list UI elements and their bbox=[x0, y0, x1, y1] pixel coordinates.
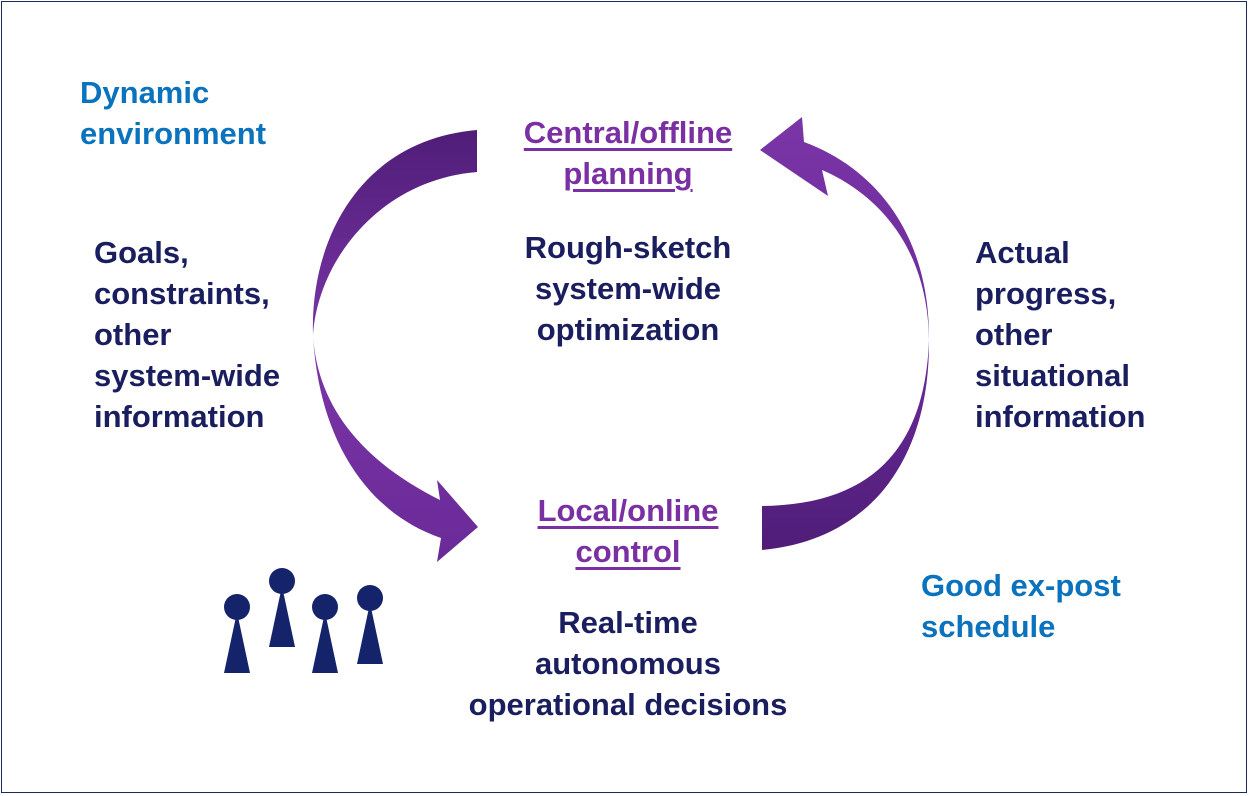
node-description-line: Real-time bbox=[558, 605, 698, 640]
left-flow-line: Goals, bbox=[94, 235, 189, 270]
node-description-line: Rough-sketch bbox=[524, 230, 732, 265]
left-flow-label: Goals, constraints, other system-wide in… bbox=[94, 232, 280, 437]
local-control-description: Real-time autonomous operational decisio… bbox=[408, 602, 848, 725]
curved-arrow-down-icon bbox=[312, 130, 478, 562]
dynamic-environment-label: Dynamic environment bbox=[80, 72, 266, 154]
agent-pawn-icon bbox=[357, 585, 383, 664]
corner-label-line: Good ex-post bbox=[921, 568, 1121, 603]
right-flow-line: progress, bbox=[975, 276, 1117, 311]
left-flow-line: information bbox=[94, 399, 265, 434]
corner-label-line: Dynamic bbox=[80, 75, 210, 110]
left-flow-line: system-wide bbox=[94, 358, 281, 393]
node-title-line: control bbox=[575, 534, 681, 569]
left-flow-line: other bbox=[94, 317, 172, 352]
right-flow-line: information bbox=[975, 399, 1146, 434]
node-description-line: system-wide bbox=[534, 271, 722, 306]
agent-pawn-icon bbox=[312, 594, 338, 673]
agent-pawn-icon bbox=[224, 594, 250, 673]
corner-label-line: environment bbox=[80, 116, 267, 151]
right-flow-line: other bbox=[975, 317, 1053, 352]
good-schedule-label: Good ex-post schedule bbox=[921, 565, 1121, 647]
right-flow-label: Actual progress, other situational infor… bbox=[975, 232, 1146, 437]
right-flow-line: situational bbox=[975, 358, 1131, 393]
node-title-line: Central/offline bbox=[523, 115, 733, 150]
node-description-line: optimization bbox=[536, 312, 720, 347]
node-title-line: planning bbox=[563, 156, 693, 191]
corner-label-line: schedule bbox=[921, 609, 1056, 644]
local-control-title: Local/online control bbox=[458, 490, 798, 572]
agents-group bbox=[224, 568, 383, 673]
agent-pawn-icon bbox=[269, 568, 295, 647]
right-flow-line: Actual bbox=[975, 235, 1070, 270]
central-planning-title: Central/offline planning bbox=[458, 112, 798, 194]
central-planning-description: Rough-sketch system-wide optimization bbox=[458, 227, 798, 350]
curved-arrow-up-icon bbox=[760, 117, 930, 550]
node-description-line: operational decisions bbox=[468, 687, 788, 722]
left-flow-line: constraints, bbox=[94, 276, 270, 311]
node-title-line: Local/online bbox=[537, 493, 719, 528]
node-description-line: autonomous bbox=[535, 646, 721, 681]
